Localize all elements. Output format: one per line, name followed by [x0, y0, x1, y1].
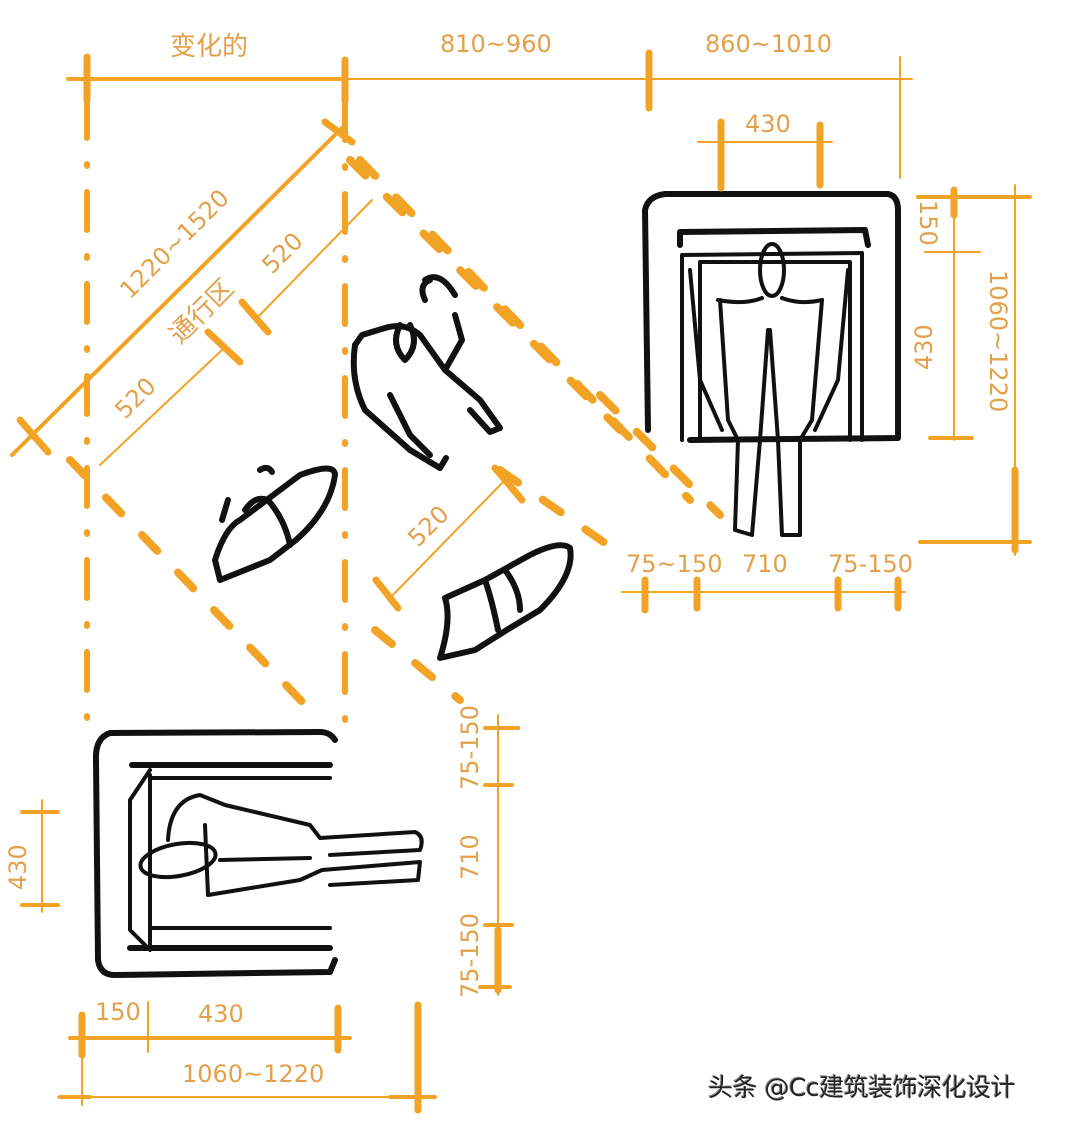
- diagonal-segment-a: 520: [109, 372, 161, 424]
- top-dim-label-2: 810~960: [440, 30, 552, 58]
- bl-top-gap-label: 75-150: [456, 705, 484, 790]
- tr-legroom-label: 710: [742, 550, 788, 578]
- diagonal-dashed-lines: [66, 156, 724, 714]
- tr-total-depth-label: 1060~1220: [984, 270, 1012, 412]
- walking-person-2: [212, 464, 338, 583]
- armchair-top-right: [642, 191, 901, 537]
- top-dim-label-3: 860~1010: [705, 30, 832, 58]
- bl-seat-label: 430: [198, 1000, 244, 1028]
- top-dimension-line: 变化的 810~960 860~1010: [66, 30, 913, 179]
- armchair-bottom-left: [92, 729, 424, 978]
- passage-zone-label: 通行区: [164, 274, 240, 350]
- bl-legroom-label: 710: [456, 834, 484, 880]
- diagonal-segment-c: 520: [402, 500, 454, 552]
- walking-person-3: [437, 542, 574, 661]
- top-dim-label-1: 变化的: [170, 32, 248, 62]
- tr-back-depth-label: 150: [914, 200, 942, 246]
- tr-seat-width-label: 430: [745, 110, 791, 138]
- top-right-chair-dimensions: 430 150 430 1060~1220 75~150 710 75-150: [621, 110, 1032, 614]
- bl-back-label: 150: [95, 998, 141, 1026]
- bl-total-label: 1060~1220: [182, 1060, 324, 1088]
- seated-person-top: [688, 242, 850, 537]
- bottom-left-chair-dimensions: 430 75-150 710 75-150 150 430 1060~1220: [4, 705, 520, 1114]
- tr-right-gap-label: 75-150: [828, 550, 913, 578]
- bl-side-seat-label: 430: [4, 844, 32, 890]
- seated-person-bottom: [138, 793, 424, 897]
- center-lines: [84, 97, 348, 748]
- watermark: 头条 @Cc建筑装饰深化设计: [708, 1073, 1016, 1102]
- walking-person-1: [350, 274, 503, 471]
- diagonal-segment-b: 520: [256, 227, 308, 279]
- bl-bottom-gap-label: 75-150: [456, 913, 484, 998]
- tr-seat-depth-label: 430: [910, 324, 938, 370]
- tr-left-gap-label: 75~150: [626, 550, 722, 578]
